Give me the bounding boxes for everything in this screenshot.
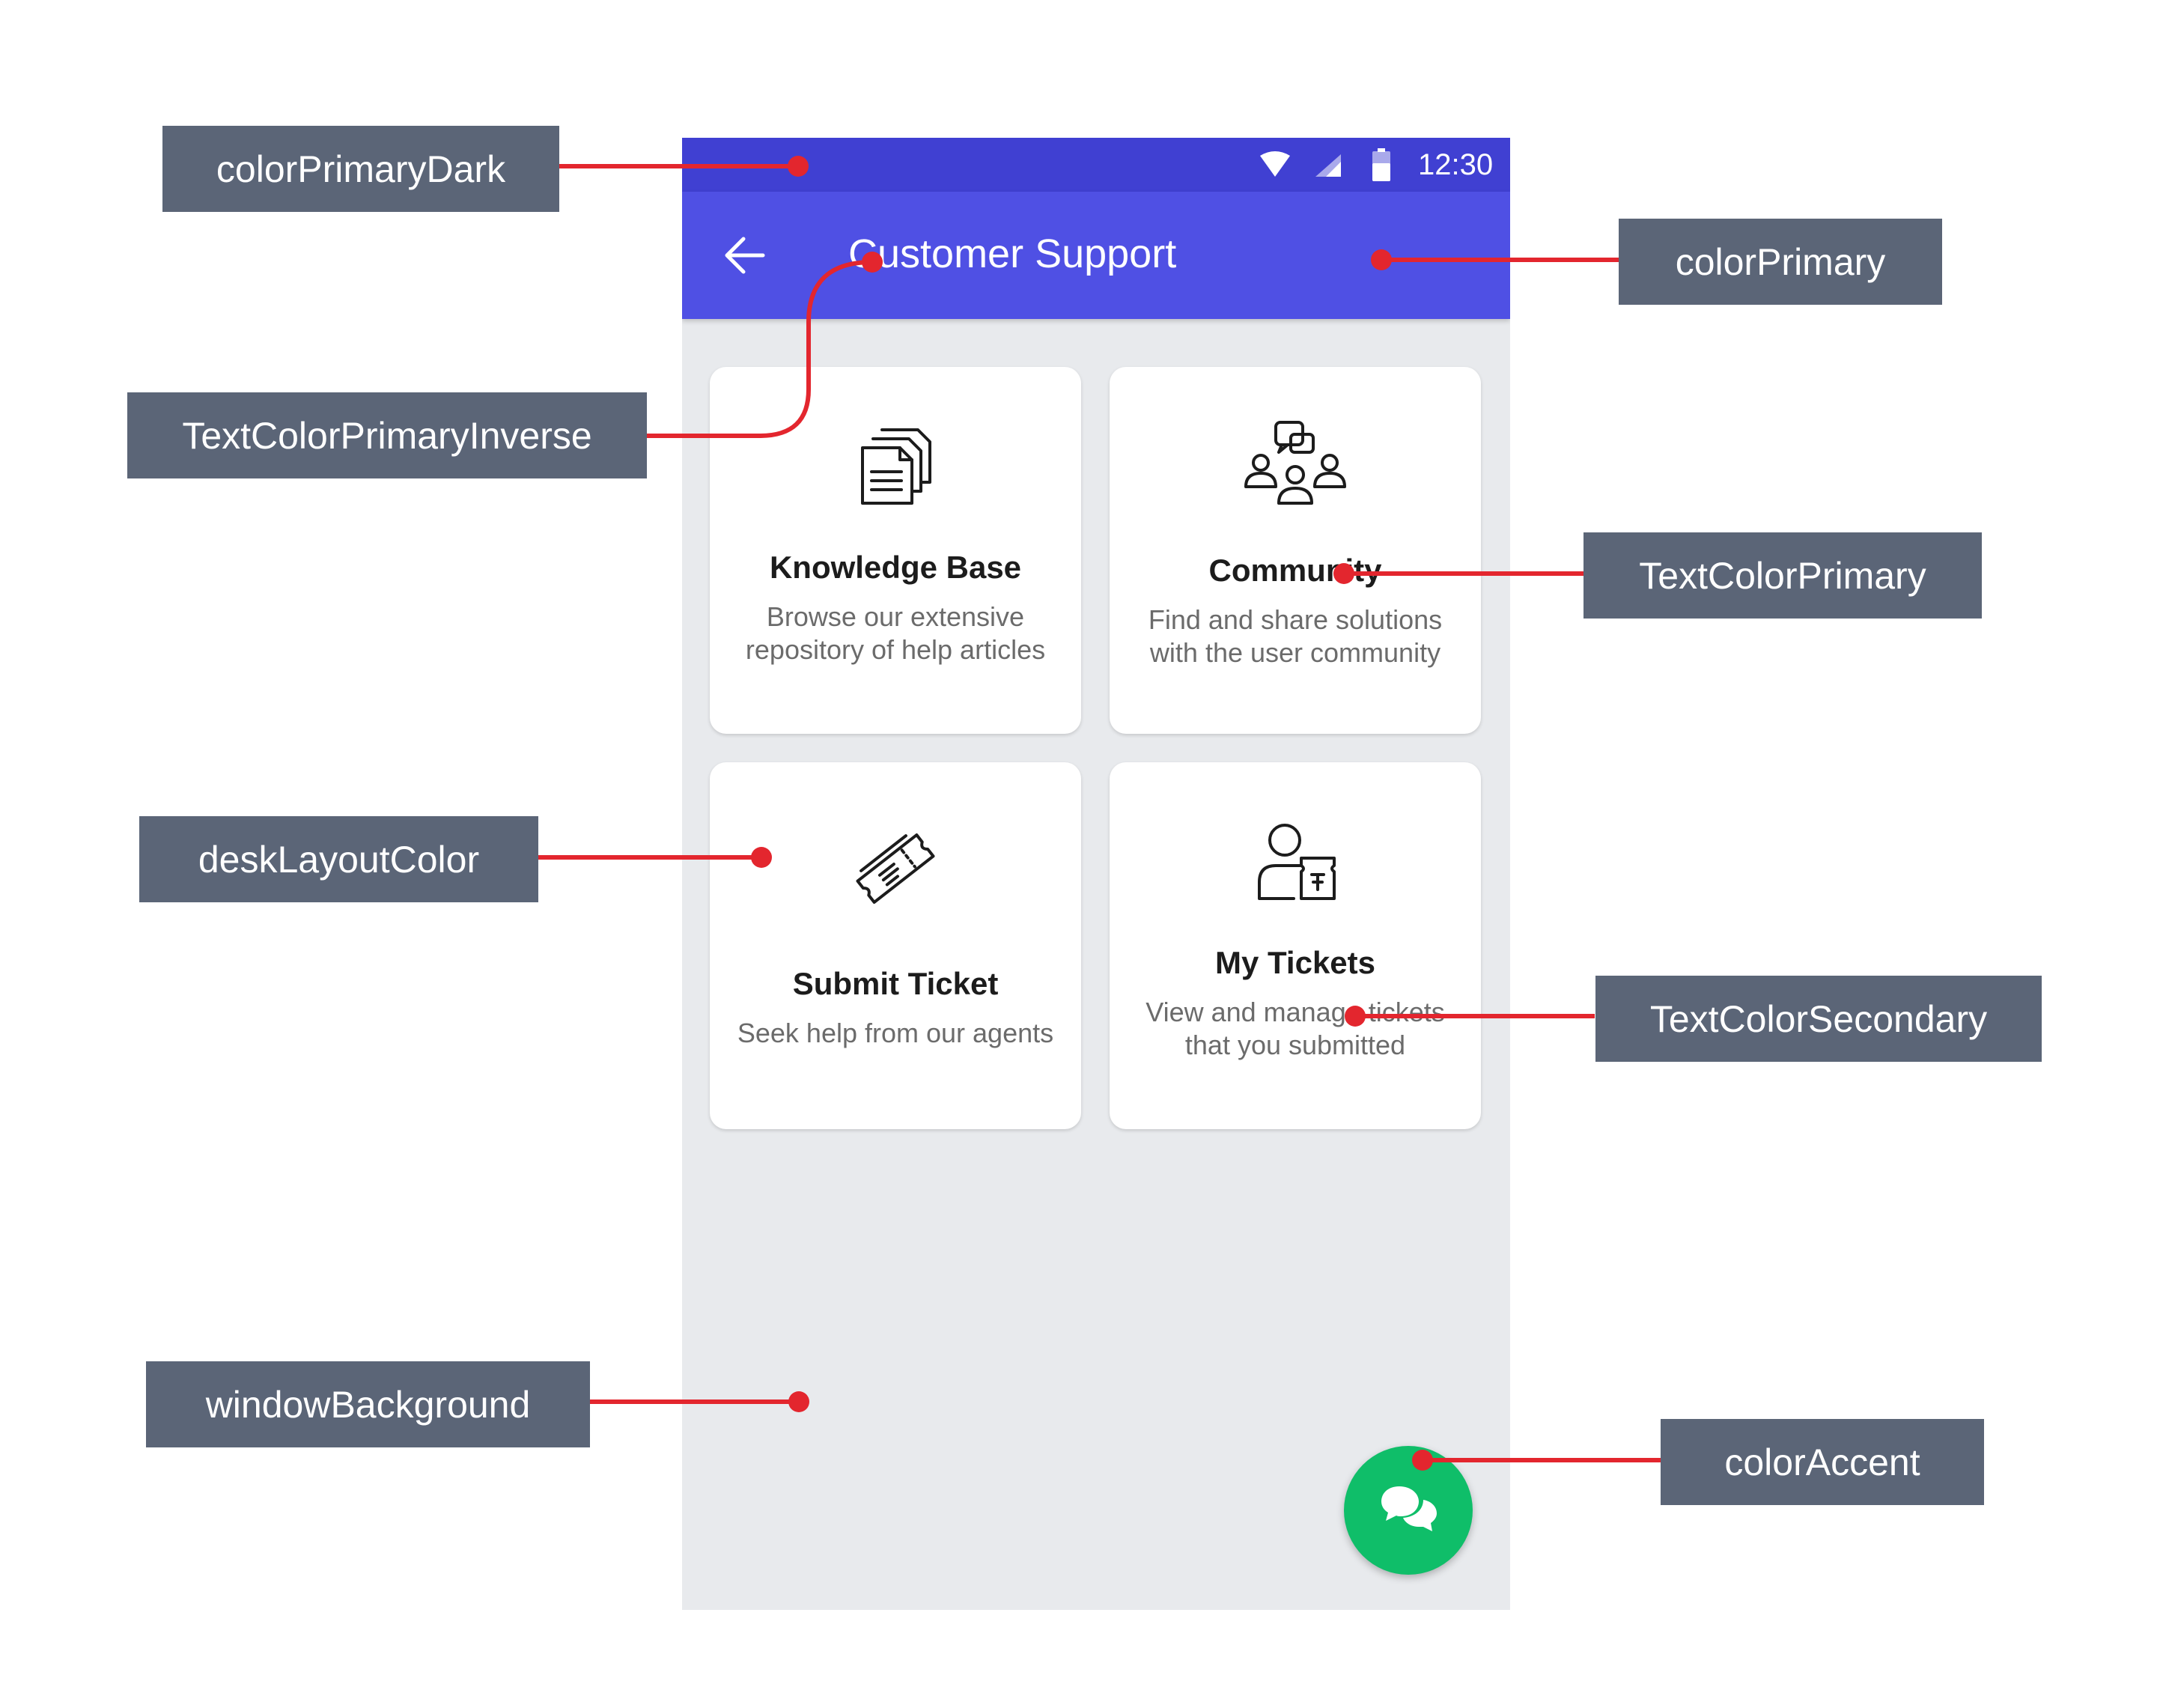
label-text-color-secondary: TextColorSecondary xyxy=(1595,976,2042,1062)
card-community[interactable]: Community Find and share solutions with … xyxy=(1110,367,1481,734)
label-color-primary-dark: colorPrimaryDark xyxy=(162,126,559,212)
label-text-color-primary-inverse: TextColorPrimaryInverse xyxy=(127,392,647,478)
card-title: Community xyxy=(1208,553,1382,588)
chat-bubbles-icon xyxy=(1381,1486,1437,1531)
community-icon xyxy=(1244,421,1346,505)
label-color-primary: colorPrimary xyxy=(1619,219,1942,305)
card-my-tickets[interactable]: My Tickets View and manage tickets that … xyxy=(1110,762,1481,1129)
card-title: Submit Ticket xyxy=(792,966,999,1001)
chat-fab-button[interactable] xyxy=(1344,1446,1473,1575)
app-bar-title: Customer Support xyxy=(848,231,1177,276)
card-description: View and manage tickets that you submitt… xyxy=(1146,997,1445,1060)
label-color-accent: colorAccent xyxy=(1661,1419,1984,1505)
card-title: Knowledge Base xyxy=(769,550,1022,585)
app-bar: Customer Support xyxy=(682,192,1510,319)
documents-icon xyxy=(861,428,931,505)
card-title: My Tickets xyxy=(1215,945,1375,980)
label-window-background: windowBackground xyxy=(146,1361,590,1447)
label-text-color-primary: TextColorPrimary xyxy=(1583,532,1982,619)
ticket-icon xyxy=(856,833,935,904)
battery-icon xyxy=(1372,148,1390,181)
status-time: 12:30 xyxy=(1418,148,1494,181)
card-description: Browse our extensive repository of help … xyxy=(745,601,1046,665)
wifi-icon xyxy=(1260,151,1290,177)
card-knowledge-base[interactable]: Knowledge Base Browse our extensive repo… xyxy=(710,367,1081,734)
card-description: Seek help from our agents xyxy=(737,1018,1054,1048)
user-ticket-icon xyxy=(1258,824,1336,900)
cellular-signal-icon xyxy=(1315,154,1341,177)
card-description: Find and share solutions with the user c… xyxy=(1148,604,1443,668)
arrow-left-icon[interactable] xyxy=(724,237,766,274)
status-bar: 12:30 xyxy=(682,138,1510,192)
phone-screen: 12:30 Customer Support Knowledge Base Br… xyxy=(682,138,1510,1610)
card-submit-ticket[interactable]: Submit Ticket Seek help from our agents xyxy=(710,762,1081,1129)
label-desk-layout-color: deskLayoutColor xyxy=(139,816,538,902)
